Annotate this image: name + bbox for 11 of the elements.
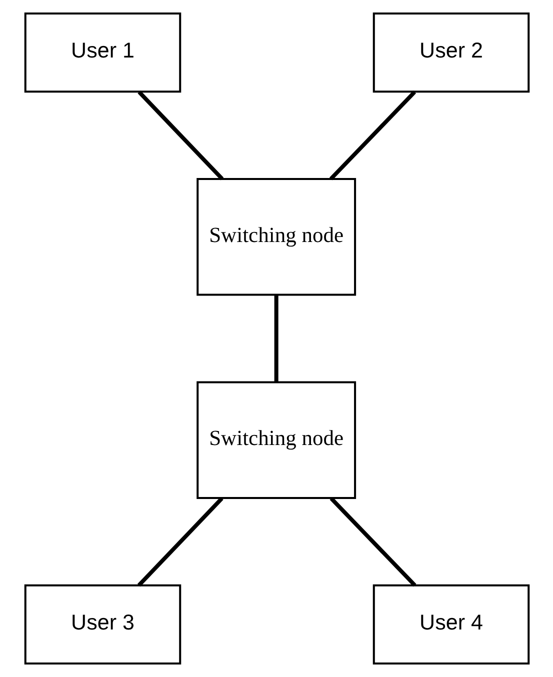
connector [328, 90, 416, 180]
node-box: User 2 [372, 12, 530, 93]
node-box: Switching node [196, 178, 356, 296]
connector [137, 90, 224, 180]
connector [329, 497, 416, 587]
node-box: User 3 [24, 584, 181, 664]
node-box: User 4 [372, 584, 530, 664]
node-box: Switching node [196, 381, 356, 499]
node-box: User 1 [24, 12, 181, 93]
connector [274, 295, 278, 382]
connector [136, 497, 223, 587]
